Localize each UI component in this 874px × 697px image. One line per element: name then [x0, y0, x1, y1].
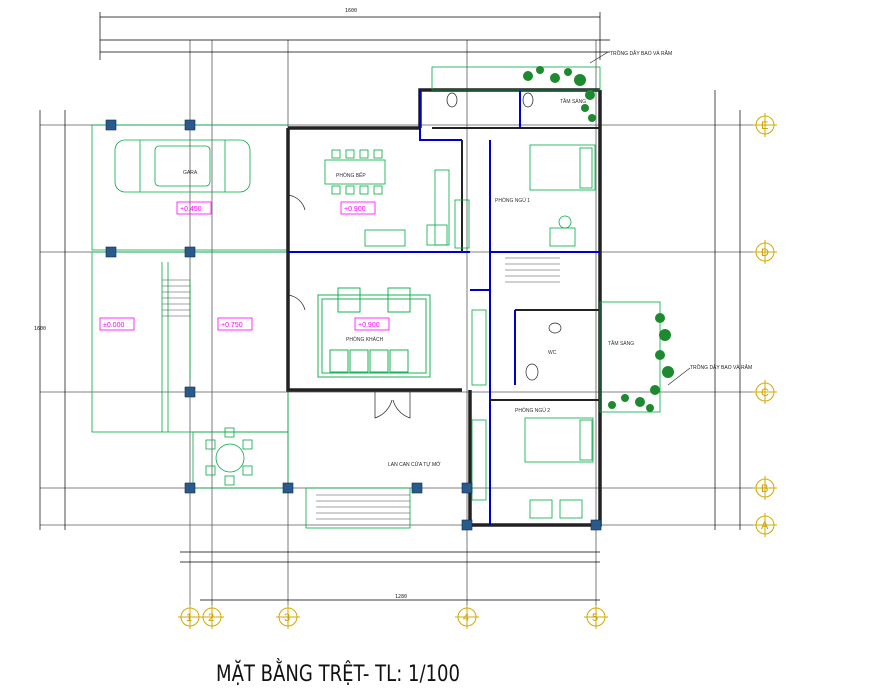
axis-label-D: D: [761, 247, 769, 259]
dim-overall-side: 1600: [34, 326, 46, 332]
dining-table: [324, 149, 406, 247]
axis-label-B: B: [761, 483, 768, 495]
floor-plan-drawing: 1600 1280 1600: [34, 8, 777, 629]
walls: [286, 88, 602, 527]
room-label-living: PHÒNG KHÁCH: [346, 336, 384, 343]
dimension-lines: [39, 12, 741, 601]
room-label-skylight-top: TẦM SÁNG: [560, 98, 586, 105]
note-entrance: LAN CAN CỬA TỰ MỞ: [388, 461, 441, 468]
level-yard: ±0.000: [103, 322, 124, 329]
dimension-texts: 1600 1280 1600: [34, 8, 407, 600]
room-label-wc: WC: [548, 350, 557, 356]
axis-label-2: 2: [208, 612, 214, 624]
axis-label-C: C: [761, 387, 769, 399]
axis-labels-rows: E D C B A: [761, 120, 769, 532]
drawing-title: MẶT BẰNG TRỆT- TL: 1/100: [216, 662, 461, 687]
interior-stair-lines: [505, 257, 560, 283]
top-terrace: [431, 66, 661, 413]
bedroom2-furniture: [524, 417, 594, 519]
room-label-garage: GARA: [183, 170, 198, 176]
axis-label-E: E: [761, 120, 768, 132]
car: [114, 139, 251, 193]
columns: [105, 119, 602, 531]
level-dining: +0.900: [344, 206, 366, 213]
room-labels: GARA PHÒNG BẾP PHÒNG NGỦ 1 PHÒNG KHÁCH W…: [183, 98, 634, 414]
level-garage: +0.450: [180, 206, 202, 213]
axis-labels-columns: 1 2 3 4 5: [186, 612, 598, 624]
entrance-doors: [287, 194, 411, 419]
level-living: +0.900: [358, 322, 380, 329]
room-label-bedroom1: PHÒNG NGỦ 1: [495, 197, 530, 204]
axis-label-5: 5: [592, 612, 598, 624]
dim-overall-top: 1600: [345, 8, 357, 14]
room-label-dining: PHÒNG BẾP: [336, 172, 366, 179]
wc-fixtures: [446, 92, 562, 381]
axis-label-4: 4: [463, 612, 469, 624]
axis-label-A: A: [761, 520, 769, 532]
room-label-skylight-right: TẦM SÁNG: [608, 340, 634, 347]
dim-overall-bottom: 1280: [395, 594, 407, 600]
kitchen-and-stair: [426, 169, 487, 501]
axis-bubbles-rows: [753, 113, 777, 537]
living-sofa-set: [317, 287, 431, 378]
note-tree-right: TRỒNG DÂY BAO VÀ RÂM: [690, 364, 752, 371]
level-porch: +0.750: [221, 322, 243, 329]
axis-label-1: 1: [186, 612, 192, 624]
room-label-bedroom2: PHÒNG NGỦ 2: [515, 407, 550, 414]
axis-bubbles-columns: [178, 605, 608, 629]
annotation-notes: TRỒNG DÂY BAO VÀ RÂM TRỒNG DÂY BAO VÀ RÂ…: [388, 50, 752, 468]
porch-stairs: [162, 279, 410, 520]
note-tree-top: TRỒNG DÂY BAO VÀ RÂM: [610, 50, 672, 57]
axis-label-3: 3: [284, 612, 290, 624]
porch-round-table: [205, 427, 253, 486]
bedroom1-furniture: [529, 144, 596, 247]
plants: [523, 66, 674, 412]
level-markers: +0.450 +0.900 ±0.000 +0.750 +0.900: [99, 201, 390, 331]
